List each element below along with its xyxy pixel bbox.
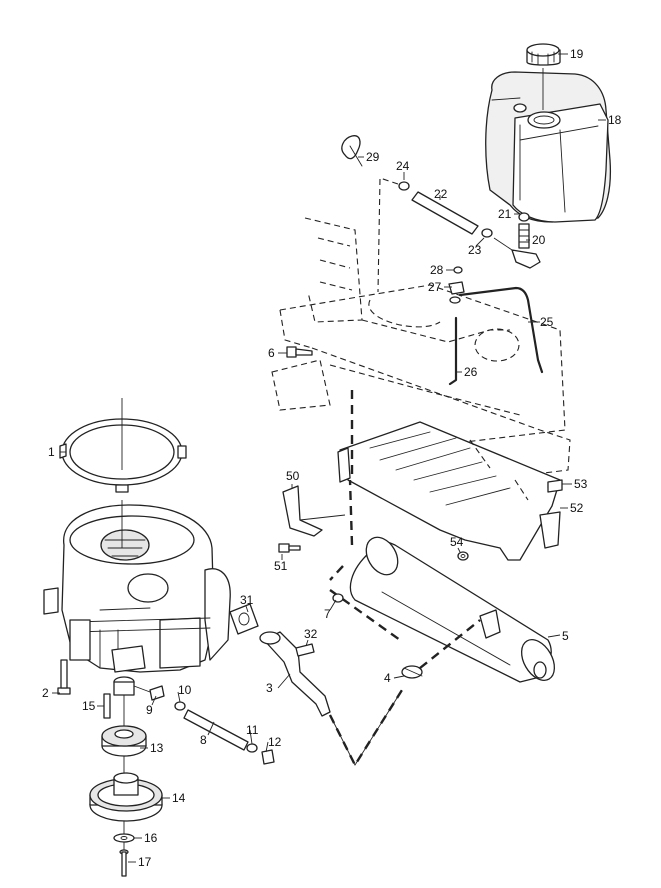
bolt-6 xyxy=(286,346,313,358)
callout-54: 54 xyxy=(450,535,464,549)
bolt-2 xyxy=(57,659,71,695)
callout-31: 31 xyxy=(240,593,254,607)
callout-27: 27 xyxy=(428,280,442,294)
fuel-hose xyxy=(398,181,493,238)
callout-18: 18 xyxy=(608,113,622,127)
callout-10: 10 xyxy=(178,683,192,697)
hose-routing-line xyxy=(377,177,399,293)
callout-15: 15 xyxy=(82,699,96,713)
shield-mount-lines xyxy=(469,439,529,501)
pipe-route-solid xyxy=(329,689,403,766)
callout-25: 25 xyxy=(540,315,554,329)
pulley-13 xyxy=(101,725,147,757)
callout-22: 22 xyxy=(434,187,448,201)
hose-clip xyxy=(341,135,363,167)
air-filter-ring xyxy=(59,418,187,493)
callout-3: 3 xyxy=(266,681,273,695)
nut-54 xyxy=(457,551,469,561)
clamp-to-muffler-line xyxy=(419,619,481,669)
side-bracket xyxy=(278,485,323,553)
fitting-9 xyxy=(149,685,165,701)
fuel-filter-12 xyxy=(261,749,275,765)
callout-9: 9 xyxy=(146,703,153,717)
callout-21: 21 xyxy=(498,207,512,221)
fitting-link-line xyxy=(133,685,151,693)
exhaust-pipe xyxy=(259,631,331,717)
callout-32: 32 xyxy=(304,627,318,641)
callout-8: 8 xyxy=(200,733,207,747)
callout-1: 1 xyxy=(48,445,55,459)
fuel-line-8 xyxy=(174,701,258,753)
callout-leaders xyxy=(52,53,606,863)
washer-16 xyxy=(113,833,135,843)
callout-14: 14 xyxy=(172,791,186,805)
callout-16: 16 xyxy=(144,831,158,845)
pulley-14 xyxy=(89,772,163,822)
callout-19: 19 xyxy=(570,47,584,61)
fuel-cap xyxy=(526,43,561,66)
hose-to-valve-line xyxy=(493,237,513,251)
control-rods xyxy=(448,286,544,386)
bolt-17 xyxy=(119,849,129,877)
callout-51: 51 xyxy=(274,559,288,573)
callout-4: 4 xyxy=(384,671,391,685)
callout-53: 53 xyxy=(574,477,588,491)
fuel-valve xyxy=(511,212,541,269)
bracket-link-line xyxy=(299,514,346,521)
callout-24: 24 xyxy=(396,159,410,173)
callout-28: 28 xyxy=(430,263,444,277)
bolt-32 xyxy=(295,643,315,657)
callout-11: 11 xyxy=(246,723,259,737)
crankshaft-end xyxy=(113,676,135,696)
callout-26: 26 xyxy=(464,365,478,379)
callout-23: 23 xyxy=(468,243,482,257)
callout-6: 6 xyxy=(268,346,275,360)
exhaust-gasket xyxy=(229,603,259,635)
callout-5: 5 xyxy=(562,629,569,643)
engine-block xyxy=(43,504,231,673)
heat-shield xyxy=(337,421,561,561)
pipe-route-line xyxy=(328,689,404,768)
callout-50: 50 xyxy=(286,469,300,483)
callout-20: 20 xyxy=(532,233,546,247)
key-15 xyxy=(103,693,111,719)
callout-13: 13 xyxy=(150,741,164,755)
callout-52: 52 xyxy=(570,501,584,515)
muffler-clamp xyxy=(401,665,423,679)
screw-7 xyxy=(332,593,344,603)
callout-2: 2 xyxy=(42,686,49,700)
callout-12: 12 xyxy=(268,735,282,749)
rod-fittings xyxy=(448,266,465,304)
callout-29: 29 xyxy=(366,150,380,164)
fuel-tank xyxy=(485,71,612,223)
callout-17: 17 xyxy=(138,855,152,869)
callout-7: 7 xyxy=(324,607,331,621)
bolt-53 xyxy=(547,479,563,493)
muffler-mount-lines xyxy=(329,390,354,581)
muffler xyxy=(349,536,556,683)
